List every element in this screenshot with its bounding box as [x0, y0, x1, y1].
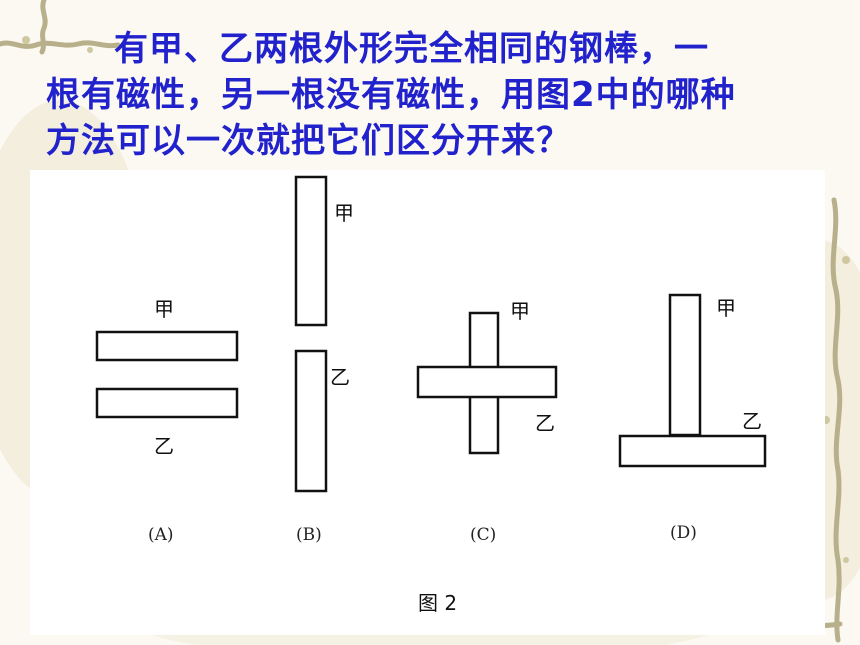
- vine-right: [830, 197, 843, 643]
- option-c: 甲 乙 (C): [416, 299, 558, 545]
- option-b-rod-jia: [294, 175, 328, 327]
- option-c-label-yi: 乙: [535, 411, 555, 435]
- question-text: 有甲、乙两根外形完全相同的钢棒，一 根有磁性，另一根没有磁性，用图2中的哪种 方…: [46, 26, 836, 164]
- option-a-caption: (A): [148, 525, 174, 545]
- figure-caption: 图 2: [418, 591, 457, 615]
- option-a-label-yi: 乙: [154, 434, 174, 458]
- option-b-caption: (B): [296, 525, 322, 545]
- question-line-3: 方法可以一次就把它们区分开来？: [46, 121, 571, 161]
- option-d-label-jia: 甲: [716, 296, 736, 320]
- figure-2-diagram: 甲 乙 (A) 甲 乙 (B) 甲 乙 (C) 甲 乙 (D: [95, 175, 767, 615]
- option-b-rod-yi: [294, 349, 328, 493]
- question-line-2: 根有磁性，另一根没有磁性，用图2中的哪种: [46, 75, 736, 115]
- option-c-caption: (C): [470, 525, 496, 545]
- option-b-label-jia: 甲: [334, 201, 354, 225]
- option-c-label-jia: 甲: [510, 299, 530, 323]
- option-c-rod-yi: [416, 365, 558, 399]
- option-d-label-yi: 乙: [742, 409, 762, 433]
- option-d-rod-yi: [618, 434, 767, 468]
- option-a-label-jia: 甲: [154, 297, 174, 321]
- option-d-caption: (D): [670, 523, 697, 543]
- option-a-rod-yi: [95, 387, 239, 419]
- figure-panel: 甲 乙 (A) 甲 乙 (B) 甲 乙 (C) 甲 乙 (D: [30, 170, 825, 635]
- option-a-rod-jia: [95, 330, 239, 362]
- option-d: 甲 乙 (D): [618, 293, 767, 543]
- option-b-label-yi: 乙: [330, 365, 350, 389]
- option-d-rod-jia: [668, 293, 702, 437]
- question-line-1: 有甲、乙两根外形完全相同的钢棒，一: [114, 29, 709, 69]
- option-a: 甲 乙 (A): [95, 297, 239, 545]
- vine-top-left: [39, 0, 48, 55]
- option-b: 甲 乙 (B): [294, 175, 354, 545]
